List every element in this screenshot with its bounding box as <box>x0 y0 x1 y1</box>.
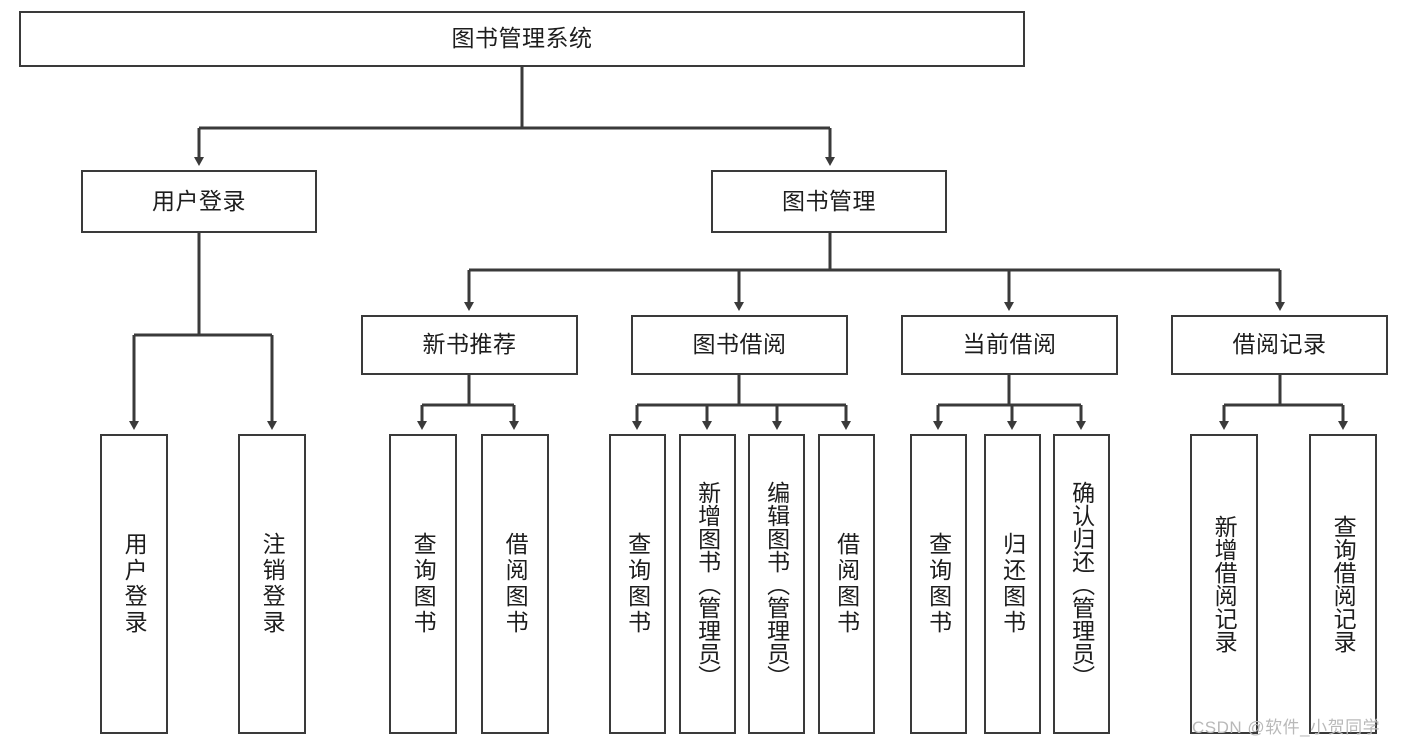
node-borrow-record-label: 借阅记录 <box>1232 331 1327 358</box>
node-book-management-label: 图书管理 <box>782 187 876 214</box>
node-leaf-confirm-return-admin[interactable]: 确认归还（管理员） <box>1053 434 1110 734</box>
node-leaf-query-borrow-record[interactable]: 查询借阅记录 <box>1309 434 1377 734</box>
node-leaf-query-book-2-label: 查询图书 <box>624 532 651 636</box>
node-leaf-edit-book-admin[interactable]: 编辑图书（管理员） <box>748 434 805 734</box>
node-borrow-record[interactable]: 借阅记录 <box>1171 315 1388 375</box>
node-leaf-user-login[interactable]: 用户登录 <box>100 434 168 734</box>
node-new-book-recommend-label: 新书推荐 <box>422 331 517 358</box>
node-leaf-user-login-label: 用户登录 <box>121 532 148 636</box>
node-leaf-add-book-admin-label: 新增图书（管理员） <box>694 480 721 688</box>
node-leaf-query-book-3[interactable]: 查询图书 <box>910 434 967 734</box>
node-book-borrow[interactable]: 图书借阅 <box>631 315 848 375</box>
node-current-borrow[interactable]: 当前借阅 <box>901 315 1118 375</box>
node-leaf-user-logout-label: 注销登录 <box>259 532 286 636</box>
node-leaf-user-logout[interactable]: 注销登录 <box>238 434 306 734</box>
node-user-login-label: 用户登录 <box>152 187 246 214</box>
node-leaf-query-borrow-record-label: 查询借阅记录 <box>1330 515 1357 653</box>
node-leaf-query-book-3-label: 查询图书 <box>925 532 952 636</box>
node-leaf-add-book-admin[interactable]: 新增图书（管理员） <box>679 434 736 734</box>
node-leaf-add-borrow-record[interactable]: 新增借阅记录 <box>1190 434 1258 734</box>
node-leaf-query-book-2[interactable]: 查询图书 <box>609 434 666 734</box>
node-leaf-query-book-1[interactable]: 查询图书 <box>389 434 457 734</box>
node-leaf-return-book[interactable]: 归还图书 <box>984 434 1041 734</box>
node-root-label: 图书管理系统 <box>451 25 593 52</box>
node-book-management[interactable]: 图书管理 <box>711 170 947 233</box>
node-leaf-borrow-book-2-label: 借阅图书 <box>833 532 860 636</box>
node-leaf-borrow-book-1-label: 借阅图书 <box>502 532 529 636</box>
node-leaf-query-book-1-label: 查询图书 <box>410 532 437 636</box>
node-leaf-return-book-label: 归还图书 <box>999 532 1026 636</box>
node-leaf-borrow-book-1[interactable]: 借阅图书 <box>481 434 549 734</box>
node-leaf-borrow-book-2[interactable]: 借阅图书 <box>818 434 875 734</box>
node-leaf-confirm-return-admin-label: 确认归还（管理员） <box>1068 480 1095 688</box>
node-book-borrow-label: 图书借阅 <box>692 331 787 358</box>
node-new-book-recommend[interactable]: 新书推荐 <box>361 315 578 375</box>
node-leaf-add-borrow-record-label: 新增借阅记录 <box>1211 515 1238 653</box>
node-leaf-edit-book-admin-label: 编辑图书（管理员） <box>763 480 790 688</box>
node-user-login[interactable]: 用户登录 <box>81 170 317 233</box>
node-current-borrow-label: 当前借阅 <box>962 331 1057 358</box>
node-root[interactable]: 图书管理系统 <box>19 11 1025 67</box>
